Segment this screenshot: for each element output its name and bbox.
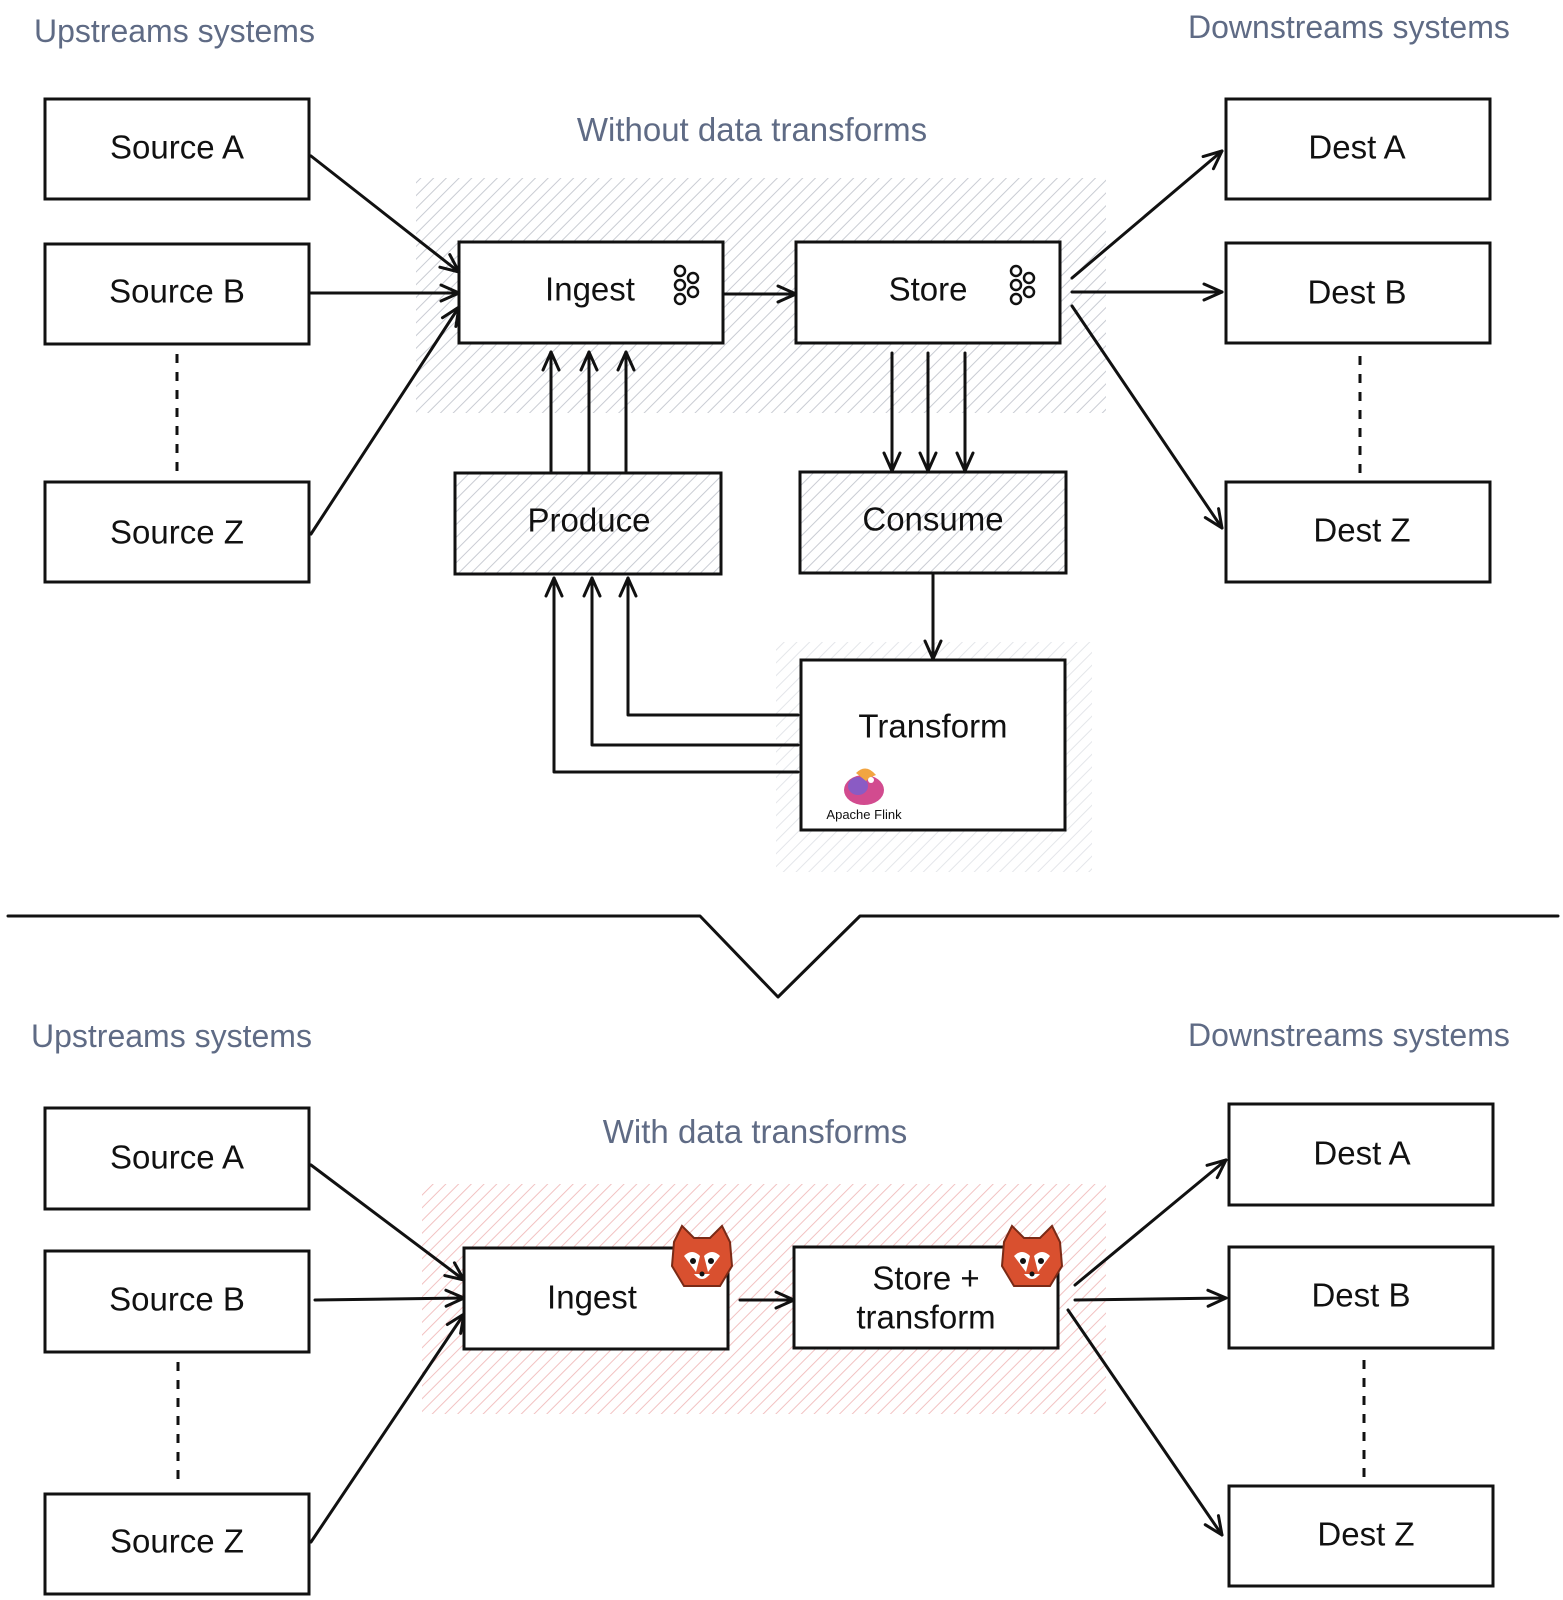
source-label: Source Z [110, 1523, 244, 1560]
flink-label: Apache Flink [826, 807, 902, 822]
arrow-source-b-ingest-bottom [313, 1288, 466, 1308]
kafka-icon [673, 264, 700, 306]
arrow-transform-produce-2 [582, 576, 800, 747]
top-subtitle: Without data transforms [577, 111, 927, 148]
arrow-transform-produce-3 [544, 576, 800, 774]
dest-label: Dest Z [1317, 1516, 1414, 1553]
arrow-transform-produce-1 [618, 576, 800, 717]
arrow-store-dest-b-bottom [1073, 1288, 1228, 1308]
top-source-b: Source B [43, 242, 311, 346]
source-label: Source Z [110, 514, 244, 551]
bottom-subtitle: With data transforms [603, 1113, 907, 1150]
arrow-store-dest-z [1070, 304, 1224, 530]
arrow-source-a-ingest [309, 154, 461, 274]
bottom-dest-a: Dest A [1227, 1102, 1495, 1207]
bottom-source-b: Source B [43, 1249, 311, 1354]
store-transform-line2: transform [856, 1299, 995, 1336]
dest-label: Dest A [1313, 1135, 1410, 1172]
arrow-source-z-ingest [309, 305, 461, 536]
top-downstream-title: Downstreams systems [1188, 9, 1510, 45]
redpanda-icon [670, 1224, 734, 1287]
transform-box: Transform Apache Flink [799, 658, 1067, 832]
section-divider [6, 914, 1560, 999]
ingest-label: Ingest [545, 271, 635, 308]
bottom-upstream-title: Upstreams systems [31, 1018, 312, 1054]
arrow-store-dest-a-bottom [1073, 1158, 1228, 1287]
top-store-box: Store [794, 240, 1062, 345]
arrow-source-z-ingest-bottom [309, 1312, 466, 1544]
source-label: Source A [110, 129, 244, 166]
arrow-store-dest-z-bottom [1066, 1308, 1224, 1537]
dest-label: Dest B [1311, 1277, 1410, 1314]
bottom-source-z: Source Z [43, 1492, 311, 1596]
ingest-label: Ingest [547, 1279, 637, 1316]
source-label: Source B [109, 273, 245, 310]
apache-flink-icon [844, 768, 884, 805]
produce-label: Produce [528, 502, 651, 539]
source-label: Source A [110, 1139, 244, 1176]
top-dest-a: Dest A [1224, 97, 1492, 201]
bottom-downstream-title: Downstreams systems [1188, 1017, 1510, 1053]
top-source-a: Source A [43, 97, 311, 201]
top-source-z: Source Z [43, 480, 311, 584]
top-upstream-title: Upstreams systems [34, 13, 315, 49]
produce-box: Produce [453, 471, 723, 576]
dest-label: Dest Z [1313, 512, 1410, 549]
dest-label: Dest B [1307, 274, 1406, 311]
store-transform-line1: Store + [872, 1260, 979, 1297]
bottom-dest-z: Dest Z [1227, 1484, 1495, 1588]
top-ingest-box: Ingest [457, 240, 725, 345]
top-dest-z: Dest Z [1224, 480, 1492, 584]
redpanda-icon [1000, 1224, 1064, 1287]
bottom-dest-b: Dest B [1227, 1245, 1495, 1350]
consume-label: Consume [862, 501, 1003, 538]
kafka-icon [1009, 264, 1036, 306]
store-label: Store [889, 271, 968, 308]
transform-label: Transform [858, 708, 1007, 745]
arrow-source-a-ingest-bottom [309, 1163, 466, 1282]
consume-box: Consume [798, 470, 1068, 575]
arrow-store-dest-a [1070, 149, 1224, 280]
source-label: Source B [109, 1281, 245, 1318]
top-dest-b: Dest B [1224, 241, 1492, 345]
bottom-source-a: Source A [43, 1106, 311, 1211]
dest-label: Dest A [1308, 129, 1405, 166]
